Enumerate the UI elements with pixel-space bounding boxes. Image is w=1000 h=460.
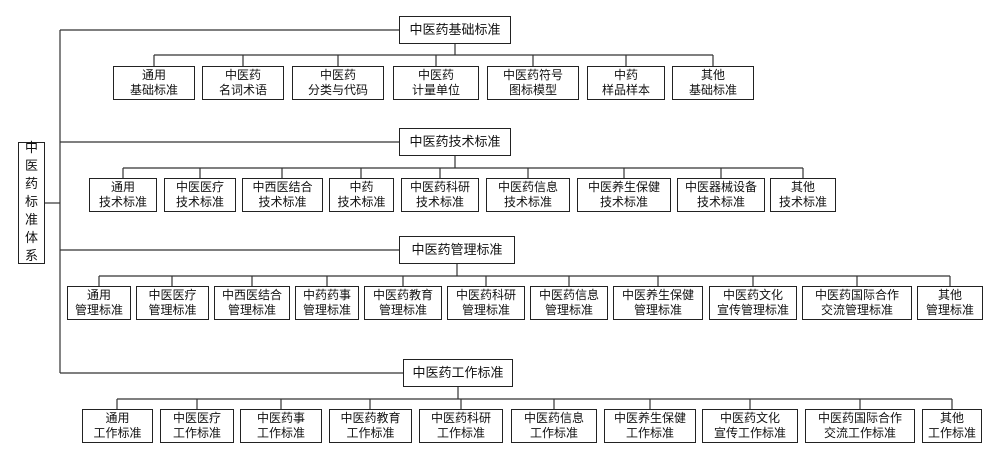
basic-item-other: 其他 基础标准 xyxy=(672,66,754,100)
basic-item-classification: 中医药 分类与代码 xyxy=(292,66,384,100)
tech-item-information: 中医药信息 技术标准 xyxy=(486,178,570,212)
tech-item-herbal: 中药 技术标准 xyxy=(329,178,394,212)
mgmt-item-information: 中医药信息 管理标准 xyxy=(530,286,608,320)
work-item-pharmacy: 中医药事 工作标准 xyxy=(240,409,322,443)
root-node: 中 医 药 标 准 体 系 xyxy=(18,141,45,264)
category-work-standards: 中医药工作标准 xyxy=(403,359,513,387)
work-item-other: 其他 工作标准 xyxy=(922,409,982,443)
mgmt-item-culture: 中医药文化 宣传管理标准 xyxy=(709,286,797,320)
work-item-culture: 中医药文化 宣传工作标准 xyxy=(702,409,798,443)
basic-item-terminology: 中医药 名词术语 xyxy=(202,66,284,100)
basic-item-units: 中医药 计量单位 xyxy=(393,66,479,100)
mgmt-item-medical: 中医医疗 管理标准 xyxy=(136,286,209,320)
mgmt-item-research: 中医药科研 管理标准 xyxy=(447,286,525,320)
mgmt-item-international: 中医药国际合作 交流管理标准 xyxy=(802,286,912,320)
tech-item-research: 中医药科研 技术标准 xyxy=(401,178,479,212)
basic-item-samples: 中药 样品样本 xyxy=(587,66,665,100)
tech-item-wellness: 中医养生保健 技术标准 xyxy=(577,178,671,212)
mgmt-item-other: 其他 管理标准 xyxy=(917,286,983,320)
category-basic-standards: 中医药基础标准 xyxy=(399,16,511,44)
work-item-information: 中医药信息 工作标准 xyxy=(511,409,597,443)
work-item-medical: 中医医疗 工作标准 xyxy=(160,409,234,443)
mgmt-item-general: 通用 管理标准 xyxy=(67,286,131,320)
category-technical-standards: 中医药技术标准 xyxy=(399,128,511,156)
tech-item-medical: 中医医疗 技术标准 xyxy=(164,178,236,212)
work-item-international: 中医药国际合作 交流工作标准 xyxy=(805,409,915,443)
work-item-education: 中医药教育 工作标准 xyxy=(329,409,412,443)
mgmt-item-pharmacy: 中药药事 管理标准 xyxy=(295,286,359,320)
mgmt-item-wellness: 中医养生保健 管理标准 xyxy=(613,286,703,320)
basic-item-symbols: 中医药符号 图标模型 xyxy=(487,66,579,100)
category-management-standards: 中医药管理标准 xyxy=(399,236,515,264)
basic-item-general: 通用 基础标准 xyxy=(113,66,195,100)
tech-item-general: 通用 技术标准 xyxy=(89,178,157,212)
tech-item-integrated: 中西医结合 技术标准 xyxy=(242,178,323,212)
mgmt-item-education: 中医药教育 管理标准 xyxy=(364,286,442,320)
mgmt-item-integrated: 中西医结合 管理标准 xyxy=(214,286,290,320)
tech-item-devices: 中医器械设备 技术标准 xyxy=(677,178,765,212)
tech-item-other: 其他 技术标准 xyxy=(770,178,836,212)
work-item-wellness: 中医养生保健 工作标准 xyxy=(604,409,696,443)
work-item-research: 中医药科研 工作标准 xyxy=(419,409,503,443)
work-item-general: 通用 工作标准 xyxy=(82,409,153,443)
